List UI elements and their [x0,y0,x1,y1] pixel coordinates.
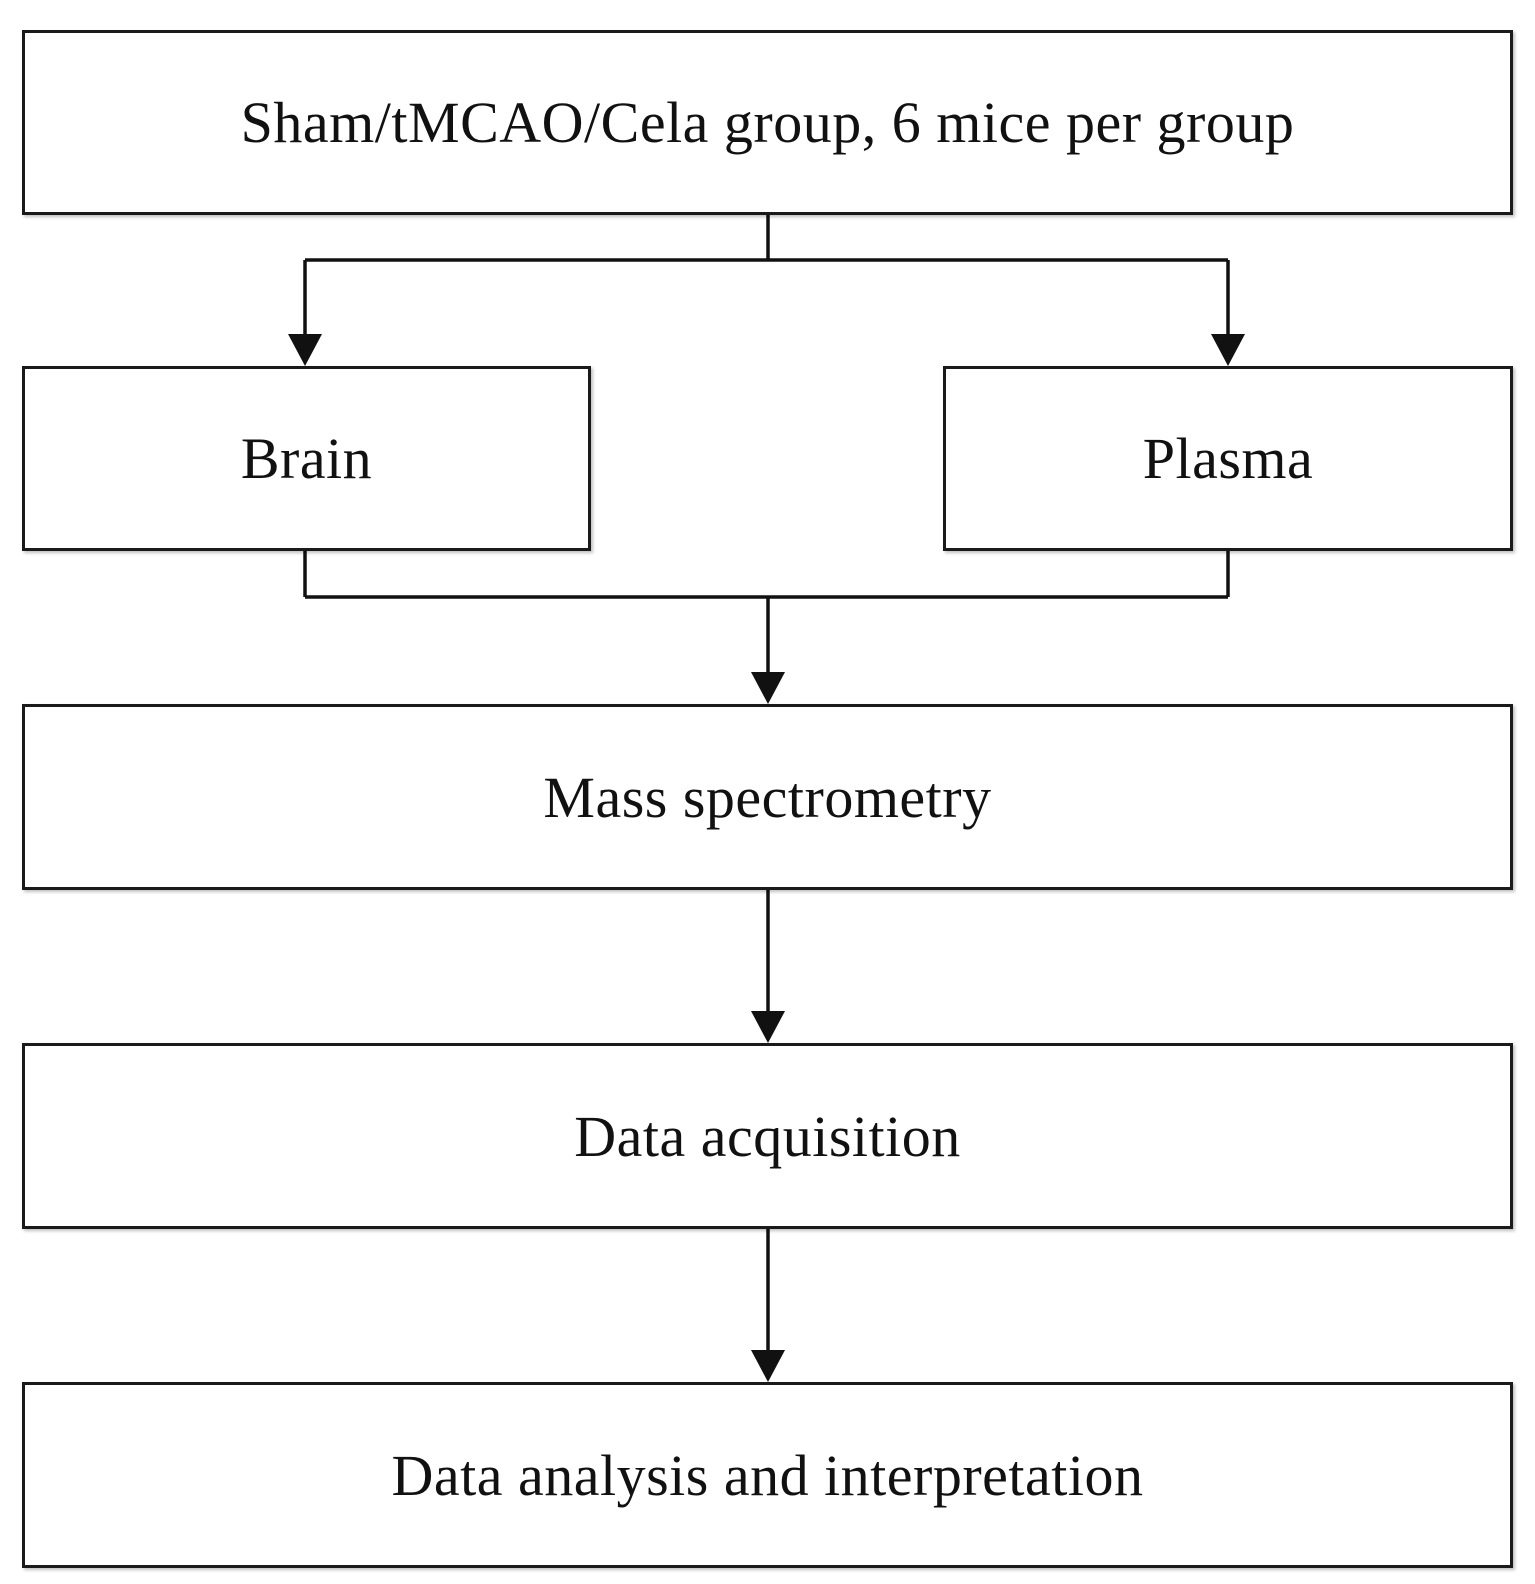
node-data-analysis: Data analysis and interpretation [22,1382,1513,1568]
node-brain-label: Brain [240,426,373,491]
arrowhead-brain [288,334,322,366]
node-study-groups-label: Sham/tMCAO/Cela group, 6 mice per group [240,90,1295,155]
node-mass-spectrometry-label: Mass spectrometry [543,764,992,830]
node-data-analysis-label: Data analysis and interpretation [391,1442,1144,1508]
arrowhead-analysis [751,1350,785,1382]
arrowhead-acquisition [751,1011,785,1043]
node-plasma-label: Plasma [1142,426,1314,491]
arrowhead-plasma [1211,334,1245,366]
node-study-groups: Sham/tMCAO/Cela group, 6 mice per group [22,30,1513,215]
arrowhead-mass [751,672,785,704]
node-mass-spectrometry: Mass spectrometry [22,704,1513,890]
node-plasma: Plasma [943,366,1513,551]
node-data-acquisition-label: Data acquisition [574,1103,961,1169]
node-brain: Brain [22,366,591,551]
node-data-acquisition: Data acquisition [22,1043,1513,1229]
